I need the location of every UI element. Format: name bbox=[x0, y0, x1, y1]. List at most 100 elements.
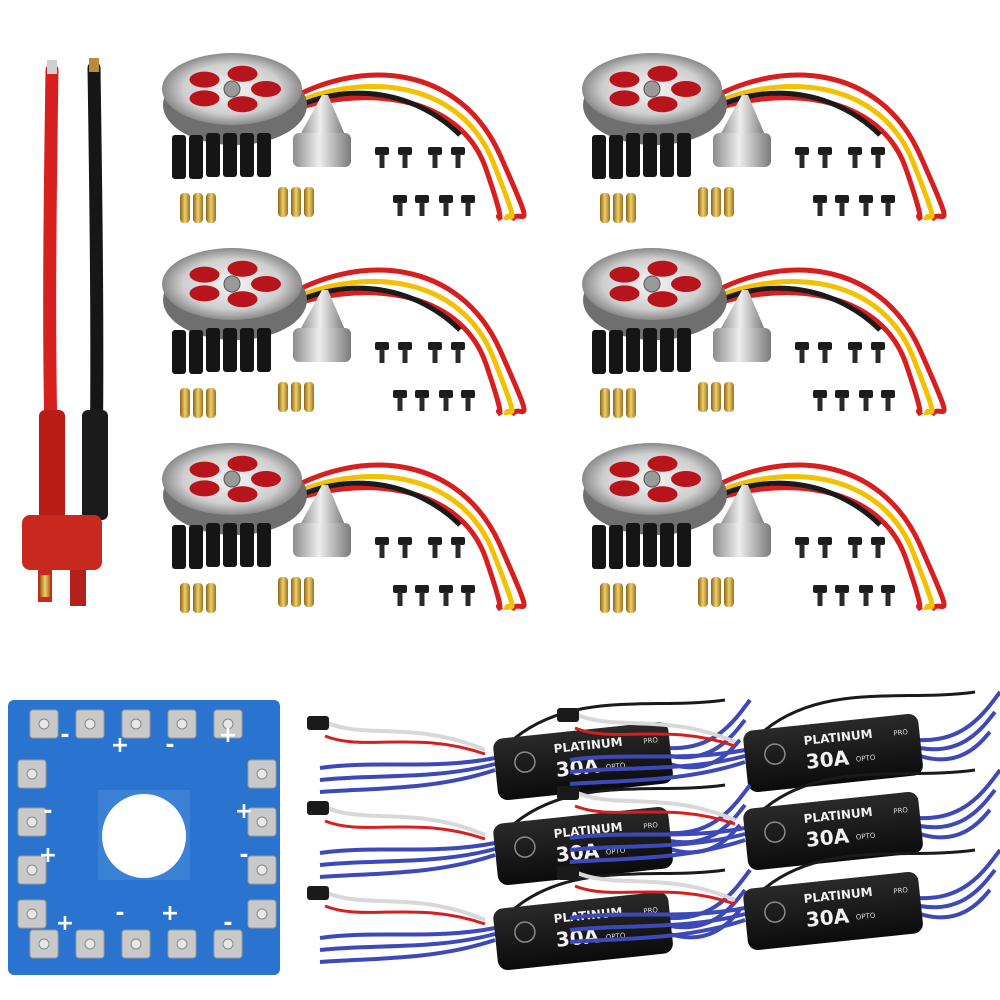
gold-bullet-connector bbox=[180, 388, 190, 418]
esc-input-wire-blue bbox=[569, 832, 746, 852]
heat-shrink-tube bbox=[677, 328, 691, 372]
mounting-screw bbox=[871, 342, 885, 363]
pdb-plus-sign: + bbox=[56, 911, 74, 936]
pdb-pad-hole bbox=[222, 718, 234, 730]
prop-adapter-cone bbox=[720, 485, 765, 525]
heat-shrink-tube bbox=[592, 135, 606, 179]
power-distribution-board: -+-+-++-+-+- bbox=[8, 700, 280, 975]
pdb-pad-hole bbox=[130, 718, 142, 730]
pdb-pad-hole bbox=[130, 938, 142, 950]
mounting-screw bbox=[871, 147, 885, 168]
motor-stator-window bbox=[609, 285, 640, 302]
esc-power-wire-black bbox=[514, 783, 726, 825]
gold-bullet-connector bbox=[206, 583, 216, 613]
esc-signal-lead-red bbox=[574, 804, 736, 826]
gold-bullet-connector bbox=[206, 388, 216, 418]
motor-stator-window bbox=[251, 471, 281, 487]
heat-shrink-tube bbox=[609, 330, 623, 374]
heat-shrink-tube bbox=[609, 135, 623, 179]
prop-adapter-collar bbox=[293, 523, 351, 557]
motor-stator-window bbox=[227, 291, 258, 308]
esc-rating-label: 30A bbox=[805, 823, 851, 851]
mounting-screw bbox=[439, 585, 453, 606]
esc-power-wire-black bbox=[514, 698, 726, 740]
black-power-wire bbox=[87, 61, 104, 477]
motor-stator-window bbox=[189, 71, 220, 88]
motor-lead-wire bbox=[698, 462, 947, 612]
gold-bullet-connector bbox=[278, 187, 288, 217]
motor-stator-window bbox=[189, 90, 220, 107]
bare-wire-tip-red bbox=[47, 60, 57, 74]
esc-input-wire-blue bbox=[569, 760, 746, 786]
motor-shaft bbox=[643, 275, 661, 293]
pdb-pad-hole bbox=[84, 718, 96, 730]
esc-mode-label: OPTO bbox=[856, 912, 877, 922]
esc-pro-label: PRO bbox=[643, 821, 659, 831]
motor-stator-window bbox=[609, 266, 640, 283]
motor-lead-wire bbox=[698, 84, 935, 221]
pdb-pad-hole bbox=[38, 938, 50, 950]
mounting-screw bbox=[871, 537, 885, 558]
motor-stator-window bbox=[189, 480, 220, 497]
mounting-screw bbox=[375, 147, 389, 168]
motor-lead-wire bbox=[698, 267, 947, 417]
gold-bullet-connector bbox=[600, 388, 610, 418]
esc-signal-lead-red bbox=[324, 904, 486, 926]
heat-shrink-tube bbox=[257, 133, 271, 177]
esc-input-wire-blue bbox=[319, 853, 496, 879]
motor-lead-wire bbox=[279, 95, 503, 222]
esc-motor-wire-blue bbox=[669, 698, 752, 751]
pdb-pad-hole bbox=[26, 908, 38, 920]
pdb-pad-hole bbox=[26, 816, 38, 828]
motor-lead-wire bbox=[699, 485, 923, 612]
mounting-screw bbox=[393, 390, 407, 411]
mounting-screw bbox=[848, 537, 862, 558]
pdb-plus-sign: + bbox=[161, 901, 179, 926]
motor-stator-window bbox=[227, 486, 258, 503]
servo-plug bbox=[307, 716, 329, 730]
motor-lead-wire bbox=[278, 279, 515, 416]
motor-stator-window bbox=[227, 260, 258, 277]
black-heat-shrink bbox=[82, 410, 108, 520]
motor-lead-wire bbox=[699, 290, 923, 417]
servo-plug bbox=[307, 801, 329, 815]
esc-input-wire-blue bbox=[319, 768, 496, 794]
prop-adapter-collar bbox=[713, 133, 771, 167]
esc-shrink-wrap bbox=[743, 791, 923, 871]
esc-input-wire-blue bbox=[569, 918, 746, 944]
motor-kit-2 bbox=[582, 53, 947, 223]
esc-power-wire-black bbox=[514, 868, 726, 910]
heat-shrink-tube bbox=[609, 525, 623, 569]
motor-kit-6 bbox=[582, 443, 947, 613]
pdb-plus-sign: + bbox=[219, 723, 237, 748]
prop-adapter-collar bbox=[713, 328, 771, 362]
heat-shrink-tube bbox=[257, 523, 271, 567]
motor-kit-1 bbox=[162, 53, 527, 223]
gold-bullet-connector bbox=[724, 577, 734, 607]
esc-signal-lead bbox=[324, 890, 486, 922]
mounting-screw bbox=[795, 537, 809, 558]
heat-shrink-tube bbox=[223, 328, 237, 372]
pdb-plus-sign: + bbox=[39, 843, 57, 868]
heat-shrink-tube bbox=[172, 330, 186, 374]
mounting-screw bbox=[393, 585, 407, 606]
motor-shaft bbox=[643, 80, 661, 98]
gold-bullet-connector bbox=[626, 193, 636, 223]
esc-shrink-wrap bbox=[743, 713, 923, 793]
esc-signal-lead-red bbox=[324, 819, 486, 841]
motor-shaft bbox=[223, 470, 241, 488]
esc-motor-wire-blue bbox=[919, 690, 1000, 743]
esc-input-wire-blue bbox=[319, 926, 496, 940]
mounting-screw bbox=[415, 585, 429, 606]
esc-signal-lead bbox=[324, 720, 486, 752]
mounting-screw bbox=[375, 537, 389, 558]
mounting-screw bbox=[451, 537, 465, 558]
esc-input-wire-blue bbox=[569, 838, 746, 864]
gold-bullet-connector bbox=[600, 193, 610, 223]
mounting-screw bbox=[859, 390, 873, 411]
esc-rating-label: 30A bbox=[805, 903, 851, 931]
motor-shaft bbox=[643, 470, 661, 488]
